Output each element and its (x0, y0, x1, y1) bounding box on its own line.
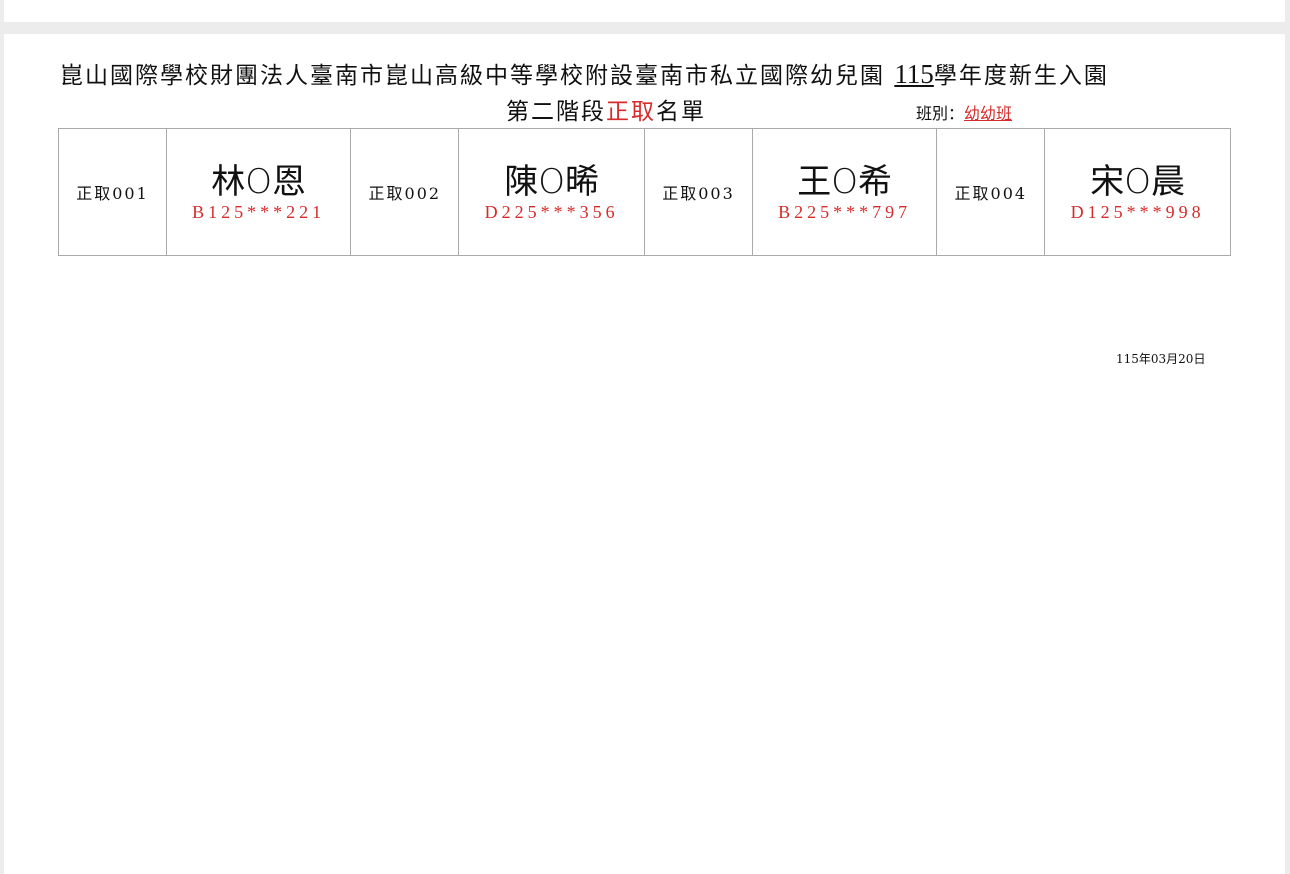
rank-cell: 正取002 (350, 128, 460, 256)
rank-cell: 正取003 (643, 128, 753, 256)
student-name: 宋O晨 (1090, 161, 1186, 202)
student-name: 林O恩 (211, 161, 307, 202)
rank-cell: 正取001 (58, 128, 167, 256)
class-info: 班別：幼幼班 (916, 100, 1012, 124)
class-label: 班別： (916, 104, 965, 123)
title-suffix: 學年度新生入園 (933, 63, 1109, 89)
subtitle-suffix: 名單 (656, 99, 706, 125)
document-subtitle: 第二階段正取名單 (506, 92, 706, 126)
student-id: D225***356 (484, 201, 619, 222)
subtitle-highlight: 正取 (606, 99, 656, 125)
student-name: 王O希 (797, 161, 893, 202)
rank-cell: 正取004 (936, 128, 1046, 256)
document-title: 崑山國際學校財團法人臺南市崑山高級中等學校附設臺南市私立國際幼兒園 115學年度… (60, 56, 1240, 90)
school-year: 115 (894, 59, 934, 89)
document-date: 115年03月20日 (1116, 352, 1206, 366)
class-value: 幼幼班 (964, 104, 1013, 123)
previous-page-card (4, 0, 1285, 22)
student-id: D125***998 (1070, 201, 1205, 222)
student-name: 陳O晞 (504, 161, 600, 202)
subtitle-stage: 第二階段 (506, 99, 606, 125)
title-school: 崑山國際學校財團法人臺南市崑山高級中等學校附設臺南市私立國際幼兒園 (60, 63, 885, 89)
document-page: 崑山國際學校財團法人臺南市崑山高級中等學校附設臺南市私立國際幼兒園 115學年度… (4, 34, 1285, 874)
student-id: B225***797 (778, 201, 912, 222)
student-id: B125***221 (192, 201, 326, 222)
